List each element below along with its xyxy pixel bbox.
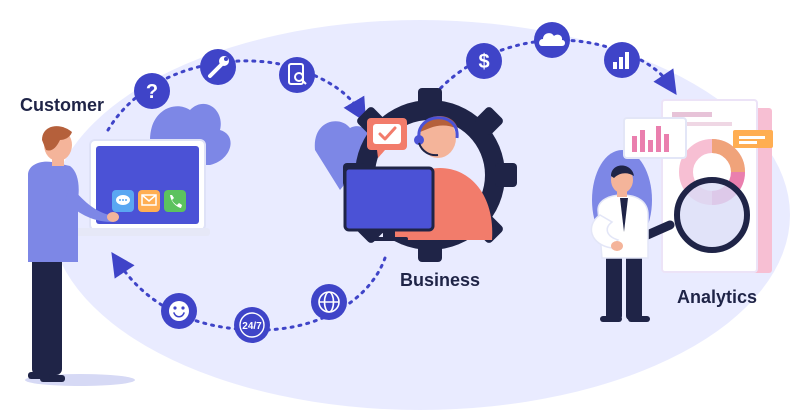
bar-card	[623, 117, 687, 159]
analytics-scene	[590, 99, 773, 322]
cloud-icon	[534, 22, 570, 58]
phone-icon	[170, 195, 182, 208]
customer-label: Customer	[20, 95, 105, 115]
tag-line	[739, 141, 757, 144]
svg-text:$: $	[478, 51, 489, 73]
decor-leaves-business	[314, 121, 372, 190]
donut-segment	[711, 139, 745, 173]
report-line	[672, 112, 712, 117]
headset-mic	[418, 142, 439, 157]
document-search-icon	[279, 57, 315, 93]
monitor-foot	[370, 237, 408, 241]
smiley-icon	[161, 293, 197, 329]
mail-icon	[141, 194, 157, 206]
analytics-label: Analytics	[677, 287, 758, 307]
mini-bar	[640, 130, 645, 152]
mini-bar	[632, 136, 637, 152]
agent-monitor	[343, 166, 435, 232]
check-bubble-tail	[377, 150, 385, 158]
globe-icon	[311, 284, 347, 320]
headset	[417, 116, 459, 139]
chat-bubble-icon	[116, 195, 130, 205]
analyst-person	[590, 165, 650, 322]
magnifier-lens	[674, 177, 750, 253]
wrench-icon	[200, 49, 236, 85]
checkmark-icon	[378, 126, 397, 141]
icon-badges: ? $	[134, 22, 640, 343]
svg-text:?: ?	[146, 81, 158, 103]
mini-bar	[664, 134, 669, 152]
svg-text:24/7: 24/7	[242, 321, 262, 332]
mini-bar	[656, 126, 661, 152]
customer-person	[28, 126, 119, 382]
report-line	[672, 122, 732, 126]
question-icon: ?	[134, 73, 170, 109]
monitor-stand	[383, 230, 395, 238]
phone-tile	[164, 190, 186, 212]
headset-ear	[414, 135, 424, 145]
tag-line	[739, 136, 765, 139]
mini-bar	[648, 140, 653, 152]
dollar-icon: $	[466, 43, 502, 79]
business-scene	[314, 88, 517, 262]
bar-chart-icon	[604, 42, 640, 78]
customer-scene	[28, 103, 231, 382]
path-business-to-analytics	[428, 38, 677, 102]
business-label: Business	[400, 270, 481, 290]
laptop-base	[70, 228, 210, 236]
clock-24-7-icon: 24/7	[234, 307, 270, 343]
check-bubble-inner	[373, 124, 401, 144]
